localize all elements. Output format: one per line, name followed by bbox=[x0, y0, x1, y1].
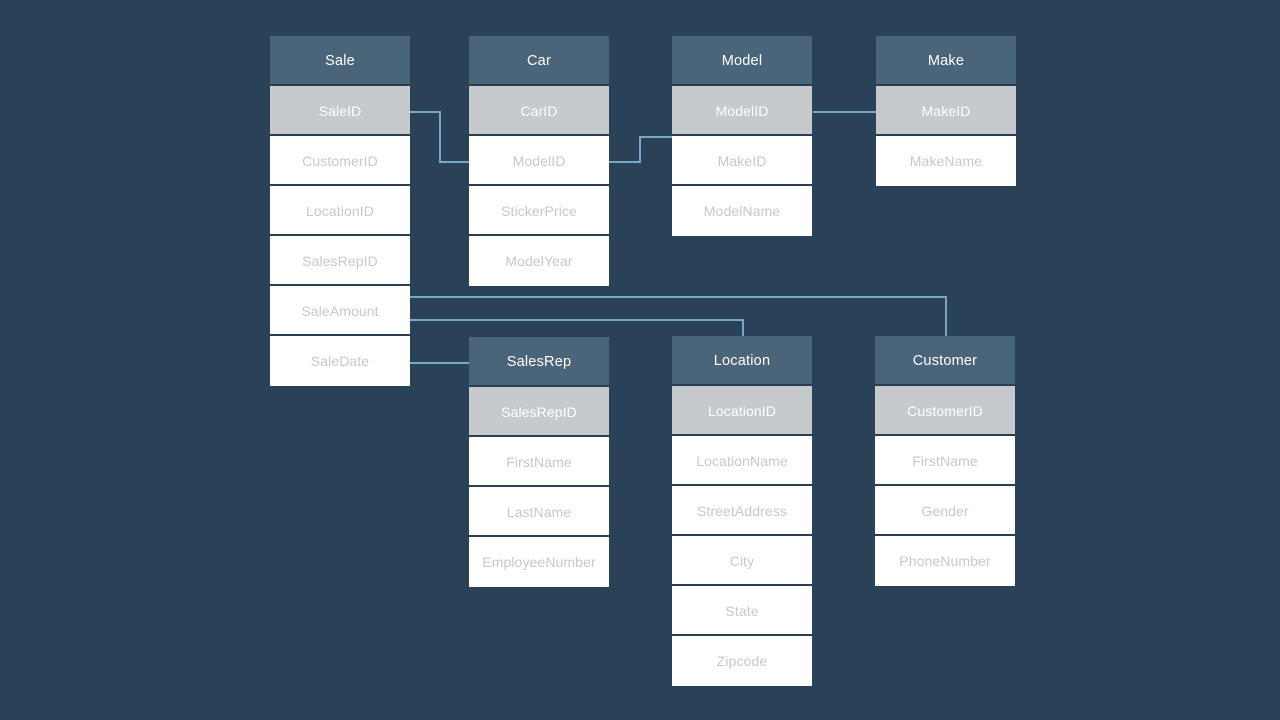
entity-field-modelyear[interactable]: ModelYear bbox=[469, 236, 609, 286]
entity-field-customerid[interactable]: CustomerID bbox=[270, 136, 410, 186]
entity-title-model: Model bbox=[672, 36, 812, 86]
entity-field-firstname[interactable]: FirstName bbox=[469, 437, 609, 487]
entity-field-locationname[interactable]: LocationName bbox=[672, 436, 812, 486]
entity-field-salesrepid[interactable]: SalesRepID bbox=[270, 236, 410, 286]
entity-field-modelname[interactable]: ModelName bbox=[672, 186, 812, 236]
entity-field-makename[interactable]: MakeName bbox=[876, 136, 1016, 186]
entity-title-customer: Customer bbox=[875, 336, 1015, 386]
relationship-line-3 bbox=[410, 296, 947, 337]
entity-title-salesrep: SalesRep bbox=[469, 337, 609, 387]
entity-field-saleid[interactable]: SaleID bbox=[270, 86, 410, 136]
entity-field-modelid[interactable]: ModelID bbox=[672, 86, 812, 136]
entity-field-makeid[interactable]: MakeID bbox=[876, 86, 1016, 136]
entity-field-city[interactable]: City bbox=[672, 536, 812, 586]
entity-field-locationid[interactable]: LocationID bbox=[270, 186, 410, 236]
entity-title-car: Car bbox=[469, 36, 609, 86]
entity-field-salesrepid[interactable]: SalesRepID bbox=[469, 387, 609, 437]
relationship-line-4 bbox=[410, 319, 744, 337]
entity-field-phonenumber[interactable]: PhoneNumber bbox=[875, 536, 1015, 586]
entity-field-lastname[interactable]: LastName bbox=[469, 487, 609, 537]
relationship-line-0 bbox=[410, 111, 470, 163]
entity-field-zipcode[interactable]: Zipcode bbox=[672, 636, 812, 686]
entity-field-saleamount[interactable]: SaleAmount bbox=[270, 286, 410, 336]
entity-field-carid[interactable]: CarID bbox=[469, 86, 609, 136]
entity-field-locationid[interactable]: LocationID bbox=[672, 386, 812, 436]
entity-field-customerid[interactable]: CustomerID bbox=[875, 386, 1015, 436]
entity-field-modelid[interactable]: ModelID bbox=[469, 136, 609, 186]
entity-field-firstname[interactable]: FirstName bbox=[875, 436, 1015, 486]
entity-field-streetaddress[interactable]: StreetAddress bbox=[672, 486, 812, 536]
entity-field-saledate[interactable]: SaleDate bbox=[270, 336, 410, 386]
relationship-line-1 bbox=[609, 136, 672, 163]
entity-field-state[interactable]: State bbox=[672, 586, 812, 636]
entity-field-employeenumber[interactable]: EmployeeNumber bbox=[469, 537, 609, 587]
entity-field-gender[interactable]: Gender bbox=[875, 486, 1015, 536]
entity-title-sale: Sale bbox=[270, 36, 410, 86]
entity-title-make: Make bbox=[876, 36, 1016, 86]
entity-field-makeid[interactable]: MakeID bbox=[672, 136, 812, 186]
entity-field-stickerprice[interactable]: StickerPrice bbox=[469, 186, 609, 236]
entity-title-location: Location bbox=[672, 336, 812, 386]
